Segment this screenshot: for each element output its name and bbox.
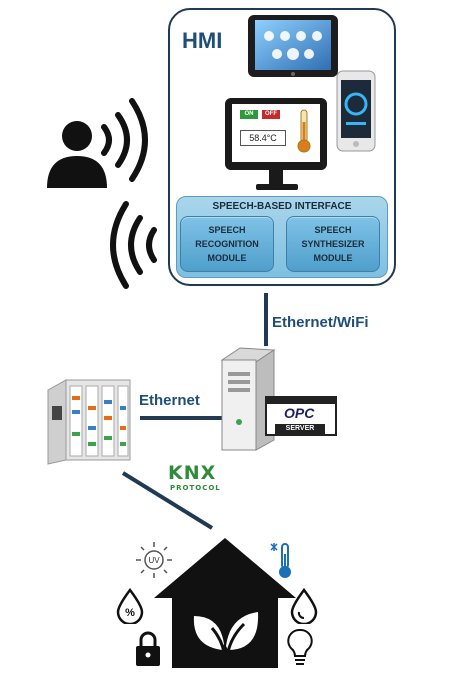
opc-badge-titlebar [265, 396, 337, 404]
hmi-title: HMI [182, 28, 223, 53]
off-switch: OFF [262, 110, 280, 119]
speech-synthesizer-module: SPEECH SYNTHESIZER MODULE [286, 216, 380, 272]
house-icon [154, 538, 296, 668]
plc-house-link [121, 471, 214, 530]
module-line: SPEECH [314, 225, 352, 235]
monitor-base [256, 184, 298, 190]
speech-interface-title: SPEECH-BASED INTERFACE [212, 201, 352, 212]
module-line: MODULE [207, 253, 247, 263]
module-line: RECOGNITION [195, 239, 259, 249]
leaf-icon [193, 612, 259, 650]
monitor-stand [269, 170, 283, 184]
on-switch: ON [240, 110, 258, 119]
humidity-percent-label: % [125, 607, 135, 619]
cold-thermometer-icon [270, 543, 291, 578]
thermometer-icon [297, 109, 311, 153]
user-icon [47, 121, 107, 188]
module-line: SPEECH [208, 225, 246, 235]
plc-icon [47, 379, 131, 465]
uv-label: UV [148, 556, 160, 565]
tablet-icon [248, 15, 338, 77]
humidity-drop-icon: % [116, 588, 144, 624]
module-line: MODULE [313, 253, 353, 263]
speech-recognition-module: SPEECH RECOGNITION MODULE [180, 216, 274, 272]
temperature-readout: 58.4°C [240, 130, 286, 146]
smartphone-icon [336, 70, 376, 152]
ethernet-wifi-label: Ethernet/WiFi [272, 314, 369, 331]
uv-sun-icon: UV [136, 542, 172, 578]
water-drop-icon [290, 588, 318, 624]
opc-label: OPC [284, 405, 315, 421]
knx-protocol-label: PROTOCOL [170, 484, 221, 492]
sound-waves-icon [101, 98, 148, 182]
knx-logo: KNX [168, 462, 217, 484]
speaker-waves-icon [110, 201, 157, 289]
lock-icon [136, 631, 160, 666]
module-line: SYNTHESIZER [301, 239, 365, 249]
light-bulb-icon [287, 628, 313, 665]
ethernet-label: Ethernet [139, 392, 200, 409]
server-label: SERVER [275, 424, 325, 434]
